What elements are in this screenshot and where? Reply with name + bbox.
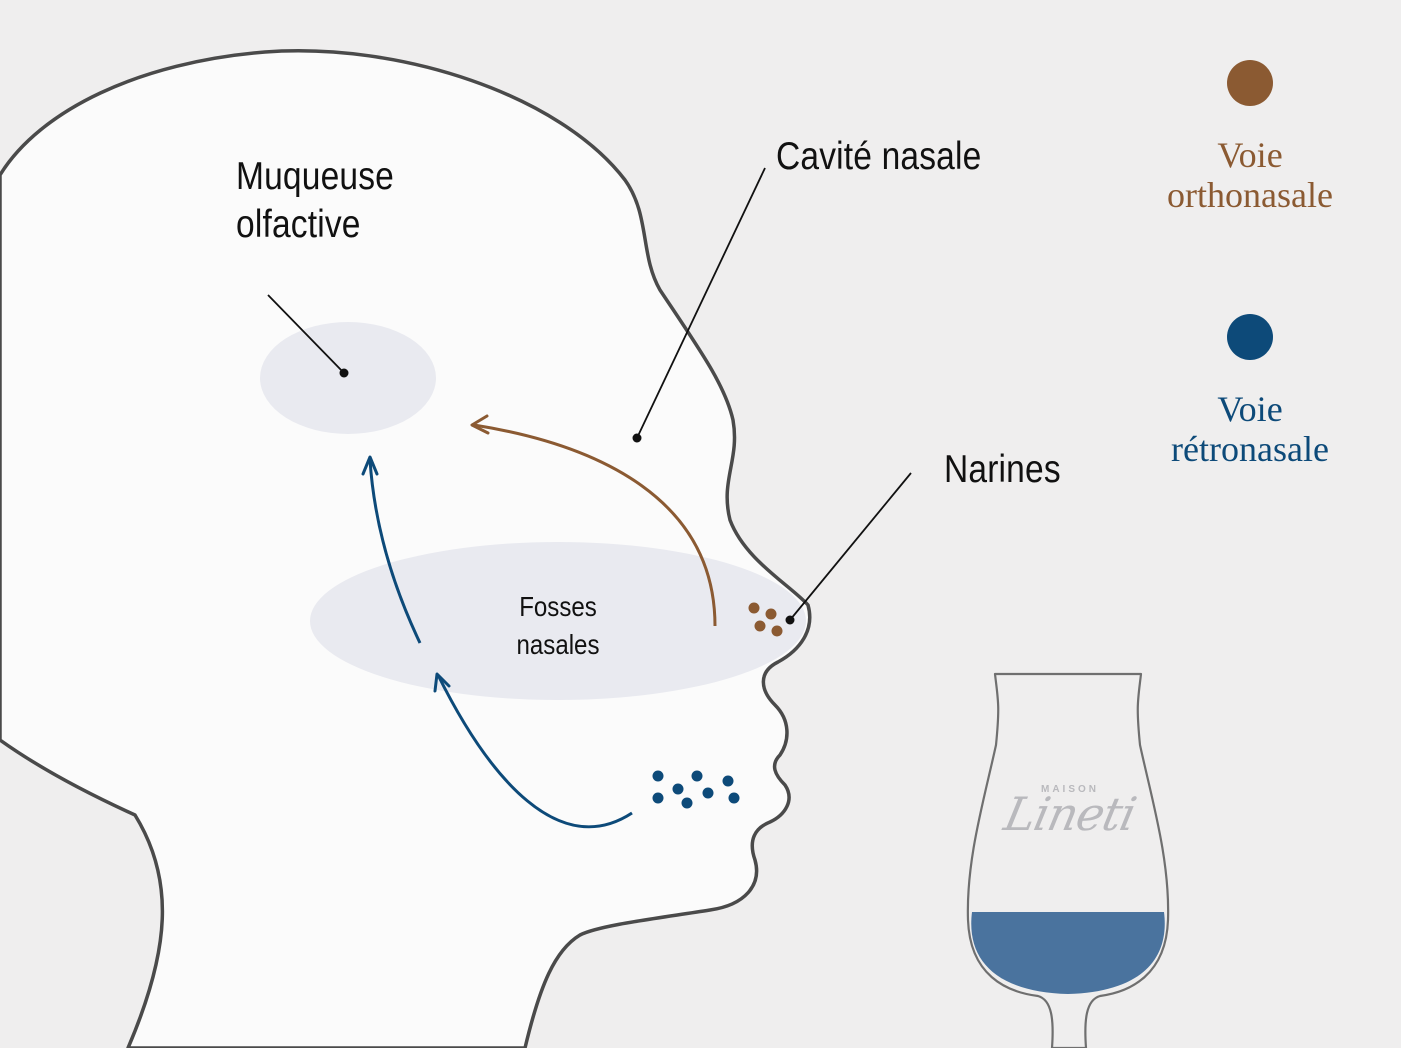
brand-logo: MAISON Lineti xyxy=(990,784,1150,841)
olfactory-zone xyxy=(260,322,436,434)
nasal-fossae-zone xyxy=(310,542,806,700)
head-silhouette xyxy=(0,49,812,1048)
nasal-fossae-line-2: nasales xyxy=(516,628,600,660)
brand-small-text: MAISON xyxy=(1041,784,1099,795)
retronasal-arrow-lower xyxy=(436,674,633,829)
legend-retronasal-line-1: Voie xyxy=(1217,389,1283,429)
legend-orthonasal-line-1: Voie xyxy=(1217,135,1283,175)
olfactory-mucosa-label: Muqueuse olfactive xyxy=(236,155,395,247)
leader-nasal-cavity-dot xyxy=(632,433,642,443)
retronasal-dot-icon xyxy=(1227,314,1273,360)
orthonasal-dot-icon xyxy=(1227,60,1273,106)
brand-script-text: Lineti xyxy=(999,787,1141,841)
nostrils-label: Narines xyxy=(944,448,1061,491)
legend-orthonasal-line-2: orthonasale xyxy=(1167,174,1333,215)
legend-orthonasal: Voie orthonasale xyxy=(1120,60,1380,215)
tulip-glass-icon xyxy=(966,672,1170,1048)
orthonasal-molecules-icon xyxy=(748,602,783,637)
leader-olfactory xyxy=(267,294,345,374)
orthonasal-arrow xyxy=(473,423,717,627)
retronasal-arrowhead-upper xyxy=(361,455,379,476)
leader-nostrils xyxy=(789,472,912,621)
legend-retronasal: Voie rétronasale xyxy=(1120,314,1380,469)
retronasal-molecules-icon xyxy=(652,770,740,809)
orthonasal-arrowhead xyxy=(470,414,490,435)
olfactory-mucosa-line-2: olfactive xyxy=(236,202,361,246)
nasal-fossae-line-1: Fosses xyxy=(519,591,597,622)
leader-olfactory-dot xyxy=(339,368,349,378)
nasal-cavity-label: Cavité nasale xyxy=(776,135,982,178)
olfactory-mucosa-line-1: Muqueuse xyxy=(236,155,395,198)
leader-nasal-cavity xyxy=(636,167,766,439)
leader-nostrils-dot xyxy=(785,615,795,625)
retronasal-arrowhead-lower xyxy=(433,672,451,693)
nasal-fossae-label: Fosses nasales xyxy=(472,588,644,664)
legend-retronasal-line-2: rétronasale xyxy=(1171,428,1329,469)
retronasal-arrow-upper xyxy=(368,459,422,644)
